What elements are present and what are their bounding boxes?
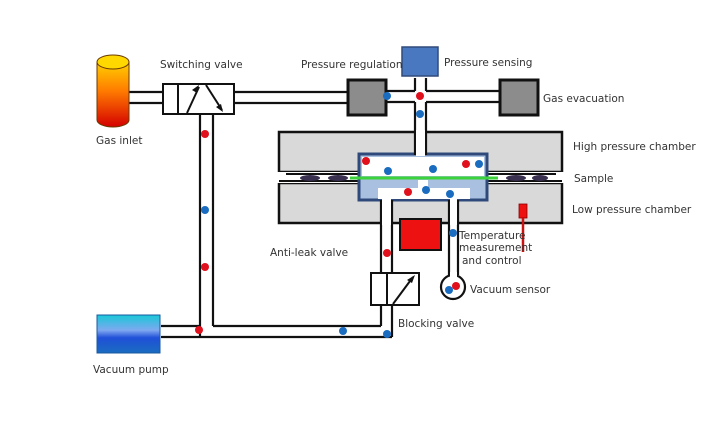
molecules: [195, 92, 483, 338]
label-vacuum-pump: Vacuum pump: [93, 364, 169, 376]
molecule-red: [362, 157, 370, 165]
molecule-red: [462, 160, 470, 168]
molecule-blue: [339, 327, 347, 335]
pressure-sensing-box: [401, 46, 439, 77]
molecule-blue: [384, 167, 392, 175]
label-high-pressure-chamber: High pressure chamber: [573, 141, 696, 153]
switching-valve: [162, 83, 235, 115]
pipes: [128, 78, 500, 339]
gas-inlet-cylinder: [96, 54, 130, 128]
molecule-blue: [422, 186, 430, 194]
molecule-red: [416, 92, 424, 100]
label-gas-inlet: Gas inlet: [96, 135, 143, 147]
label-temperature-3: and control: [462, 255, 522, 267]
molecule-red: [201, 130, 209, 138]
blocking-valve: [370, 272, 420, 306]
molecule-red: [195, 326, 203, 334]
heater-block: [399, 218, 442, 251]
molecule-blue: [446, 190, 454, 198]
label-sample: Sample: [574, 173, 614, 185]
label-pressure-sensing: Pressure sensing: [444, 57, 533, 69]
molecule-blue: [475, 160, 483, 168]
label-gas-evacuation: Gas evacuation: [543, 93, 625, 105]
label-pressure-regulation: Pressure regulation: [301, 59, 403, 71]
label-blocking-valve: Blocking valve: [398, 318, 475, 330]
label-temperature-1: Temperature: [459, 230, 526, 242]
molecule-blue: [201, 206, 209, 214]
molecule-blue: [416, 110, 424, 118]
molecule-blue: [449, 229, 457, 237]
o-ring-seals: [300, 175, 548, 181]
molecule-blue: [445, 286, 453, 294]
label-switching-valve: Switching valve: [160, 59, 243, 71]
pressure-regulation-box: [346, 78, 388, 117]
label-vacuum-sensor: Vacuum sensor: [470, 284, 551, 296]
molecule-red: [404, 188, 412, 196]
molecule-red: [452, 282, 460, 290]
label-temperature-2: measurement: [459, 242, 533, 254]
molecule-red: [201, 263, 209, 271]
label-low-pressure-chamber: Low pressure chamber: [572, 204, 692, 216]
molecule-blue: [383, 330, 391, 338]
temperature-probe: [518, 203, 528, 252]
molecule-red: [383, 249, 391, 257]
molecule-blue: [383, 92, 391, 100]
vacuum-pump: [96, 314, 161, 354]
label-anti-leak-valve: Anti-leak valve: [270, 247, 349, 259]
gas-evacuation-box: [498, 78, 540, 117]
molecule-blue: [429, 165, 437, 173]
